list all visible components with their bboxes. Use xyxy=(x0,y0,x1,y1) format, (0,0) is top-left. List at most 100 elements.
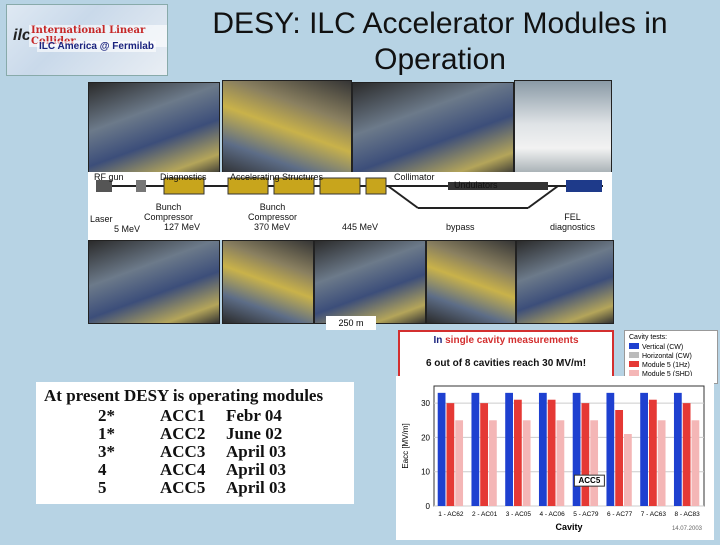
y-tick-label: 30 xyxy=(421,399,430,408)
rf-gun-icon xyxy=(96,180,112,192)
module-date: April 03 xyxy=(226,460,286,479)
bar xyxy=(682,403,691,506)
measurement-prefix: In xyxy=(433,335,443,346)
length-label: 250 m xyxy=(326,316,376,330)
legend-item: Horizontal (CW) xyxy=(629,352,692,360)
x-tick-label: 3 - AC05 xyxy=(506,511,532,518)
module-num: 2* xyxy=(98,406,115,425)
legend-label: Module 5 (SHD) xyxy=(642,371,693,378)
module-date: April 03 xyxy=(226,478,286,497)
legend-item: Vertical (CW) xyxy=(629,343,683,351)
bar xyxy=(606,392,615,506)
bar xyxy=(624,434,632,506)
diagnostics-icon xyxy=(136,180,146,192)
legend-label: Cavity tests: xyxy=(629,334,668,341)
module-acc: ACC3 xyxy=(160,442,206,461)
bypass-branch xyxy=(387,185,419,209)
bar xyxy=(615,410,624,506)
measurement-line2: 6 out of 8 cavities reach 30 MV/m! xyxy=(425,358,587,369)
x-tick-label: 1 - AC62 xyxy=(438,511,464,518)
bar xyxy=(673,392,682,506)
photo-gun-area xyxy=(88,240,220,324)
label-collimator: Collimator xyxy=(394,172,435,182)
module-num: 1* xyxy=(98,424,115,443)
y-tick-label: 0 xyxy=(426,502,431,511)
legend-label: Module 5 (1Hz) xyxy=(642,362,690,369)
module-num: 4 xyxy=(98,460,107,479)
ilc-logo: ilc International Linear Collider ILC Am… xyxy=(6,4,168,76)
module-row: 1* ACC2 June 02 xyxy=(36,424,354,443)
photo-diagnostics-area xyxy=(314,240,426,324)
label-127mev: 127 MeV xyxy=(164,222,201,232)
module-acc1-icon xyxy=(163,177,205,195)
annotation-box xyxy=(573,474,605,487)
photo-bc-area xyxy=(222,240,314,324)
measurement-line1: In single cavity measurements xyxy=(400,335,612,346)
measurement-highlight: single cavity measurements xyxy=(445,335,579,346)
module-acc: ACC2 xyxy=(160,424,206,443)
module-acc3-icon xyxy=(273,177,315,195)
bar xyxy=(691,420,700,506)
label-5mev: 5 MeV xyxy=(114,224,141,234)
bar xyxy=(556,420,565,506)
photo-rf-gun xyxy=(88,82,220,176)
annotation-label: ACC5 xyxy=(579,476,601,485)
module-row: 4 ACC4 April 03 xyxy=(36,460,354,479)
modules-heading: At present DESY is operating modules xyxy=(44,386,324,405)
x-tick-label: 5 - AC79 xyxy=(573,511,599,518)
label-undulators: Undulators xyxy=(454,180,498,190)
module-acc5-icon xyxy=(365,177,387,195)
logo-mark: ilc xyxy=(13,27,31,44)
page-title: DESY: ILC Accelerator Modules in Operati… xyxy=(212,7,668,76)
y-tick-label: 10 xyxy=(421,468,430,477)
bar xyxy=(455,420,464,506)
bar xyxy=(505,392,513,506)
module-acc2-icon xyxy=(227,177,269,195)
module-row: 3* ACC3 April 03 xyxy=(36,442,354,461)
bar xyxy=(489,420,497,506)
chart-legend: Cavity tests: Vertical (CW)Horizontal (CW… xyxy=(624,330,718,384)
legend-swatch xyxy=(629,352,639,358)
module-date: Febr 04 xyxy=(226,406,282,425)
label-laser: Laser xyxy=(90,214,113,224)
module-acc: ACC5 xyxy=(160,478,206,497)
module-num: 5 xyxy=(98,478,107,497)
bar xyxy=(640,392,648,506)
legend-swatch xyxy=(629,343,639,349)
modules-box: At present DESY is operating modules 2* … xyxy=(36,382,354,504)
bar xyxy=(648,399,657,506)
beamline-diagram xyxy=(96,177,603,209)
bar xyxy=(471,392,480,506)
beamline-schematic: RF gun Diagnostics Accelerating Structur… xyxy=(88,172,612,240)
module-acc4-icon xyxy=(319,177,361,195)
label-bypass: bypass xyxy=(446,222,475,232)
label-370mev: 370 MeV xyxy=(254,222,291,232)
legend-swatch xyxy=(629,361,639,367)
module-num: 3* xyxy=(98,442,115,461)
module-acc: ACC1 xyxy=(160,406,206,425)
bar xyxy=(480,403,489,506)
module-date: April 03 xyxy=(226,442,286,461)
x-tick-label: 7 - AC63 xyxy=(641,511,667,518)
label-rf-gun: RF gun xyxy=(94,172,124,182)
bypass-return xyxy=(527,185,559,209)
bar xyxy=(572,392,581,506)
x-tick-label: 4 - AC06 xyxy=(539,511,565,518)
label-bc1: Bunch Compressor xyxy=(144,202,194,222)
undulator-icon xyxy=(448,182,548,190)
bar xyxy=(657,420,666,506)
photo-fel-area xyxy=(516,240,614,324)
bar xyxy=(538,392,547,506)
bar xyxy=(547,399,556,506)
x-tick-label: 8 - AC83 xyxy=(674,511,700,518)
legend-swatch xyxy=(629,370,639,376)
label-accelerating: Accelerating Structures xyxy=(230,172,324,182)
bar xyxy=(513,399,522,506)
y-axis-label: Eacc [MV/m] xyxy=(401,423,410,468)
bar xyxy=(581,403,590,506)
legend-label: Vertical (CW) xyxy=(642,344,684,351)
label-fel: FEL diagnostics xyxy=(550,212,596,232)
photo-collimator xyxy=(352,82,514,176)
photo-undulator-area xyxy=(426,240,516,324)
